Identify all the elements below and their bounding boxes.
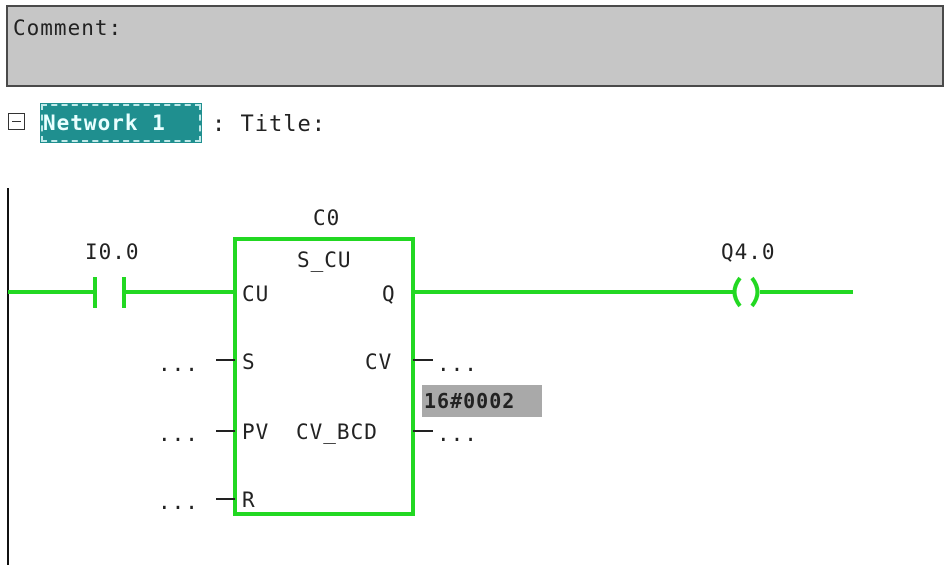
cv-unconnected[interactable]: ...	[437, 352, 478, 376]
block-type: S_CU	[297, 248, 352, 272]
block-instance[interactable]: C0	[313, 206, 341, 230]
collapse-minus-icon[interactable]	[8, 113, 25, 130]
pin-pv-label: PV	[242, 420, 270, 444]
s-unconnected[interactable]: ...	[158, 352, 199, 376]
pin-s-label: S	[242, 350, 256, 374]
counter-block-frame	[233, 237, 415, 516]
pin-cv-bcd-label: CV_BCD	[296, 420, 378, 444]
r-unconnected[interactable]: ...	[158, 490, 199, 514]
comment-label: Comment:	[13, 16, 123, 40]
cv-status-value: 16#0002	[422, 385, 542, 417]
comment-area[interactable]: Comment:	[6, 5, 944, 87]
coil-address[interactable]: Q4.0	[721, 240, 776, 264]
coil-left-arc	[732, 276, 742, 308]
coil-right-arc	[750, 276, 760, 308]
network-title-suffix: : Title:	[212, 112, 326, 137]
pv-unconnected[interactable]: ...	[158, 422, 199, 446]
pin-q-label: Q	[382, 282, 396, 306]
contact-address[interactable]: I0.0	[85, 240, 140, 264]
cv-bcd-unconnected[interactable]: ...	[437, 422, 478, 446]
network-title[interactable]: Network 1	[40, 103, 202, 143]
pin-r-label: R	[242, 488, 256, 512]
pin-cv-label: CV	[365, 350, 393, 374]
pin-cu-label: CU	[242, 282, 270, 306]
